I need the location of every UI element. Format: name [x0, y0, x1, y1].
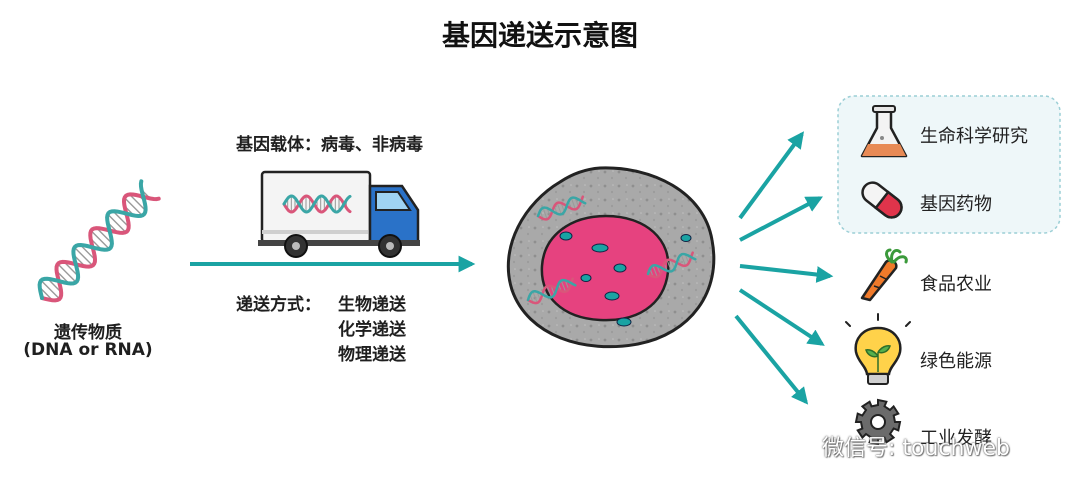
flask-icon [860, 105, 908, 158]
cell-icon [506, 166, 716, 349]
delivery-method-chemical: 化学递送 [338, 320, 406, 340]
delivery-method-label: 递送方式： [236, 295, 321, 315]
gear-icon [854, 398, 902, 446]
lightbulb-sprout-icon [845, 313, 911, 385]
genetic-material-sublabel: (DNA or RNA) [23, 340, 153, 360]
genetic-material-label: 遗传物质 [54, 323, 122, 343]
application-arrows [734, 131, 834, 405]
truck-icon [258, 170, 420, 258]
pill-capsule-icon [861, 181, 903, 219]
gene-vector-label: 基因载体：病毒、非病毒 [236, 135, 423, 155]
application-industrial-fermentation: 工业发酵 [920, 428, 992, 449]
dna-helix-icon [37, 179, 161, 303]
delivery-method-biological: 生物递送 [338, 295, 406, 315]
application-green-energy: 绿色能源 [920, 351, 992, 372]
application-food-agriculture: 食品农业 [920, 274, 992, 295]
watermark-text: 微信号: touchweb [822, 436, 1010, 461]
application-life-science: 生命科学研究 [920, 126, 1028, 147]
nucleus-icon [540, 214, 670, 322]
diagram-title: 基因递送示意图 [441, 19, 638, 52]
application-gene-drug: 基因药物 [920, 194, 992, 215]
carrot-icon [860, 248, 908, 302]
delivery-method-physical: 物理递送 [338, 345, 406, 365]
